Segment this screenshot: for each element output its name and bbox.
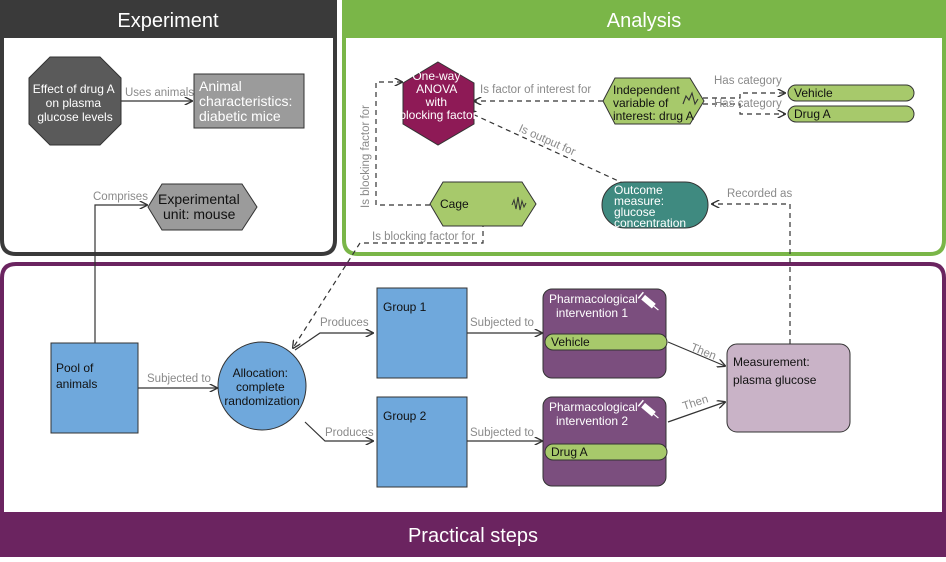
effect-line-3: glucose levels xyxy=(37,110,112,124)
pharm1-bar-text: Vehicle xyxy=(551,335,590,349)
svg-text:Outcome measure: g: Outcome measure: glucose concentration xyxy=(614,183,686,230)
wave-icon xyxy=(682,91,699,106)
label-produces-2: Produces xyxy=(325,427,374,439)
outcome-line-4: concentration xyxy=(614,216,686,230)
animal-line-3: diabetic mice xyxy=(199,108,281,124)
pharm2-line-2: intervention 2 xyxy=(556,414,628,428)
svg-text:Pharmacological interven: Pharmacological intervention 2 xyxy=(549,400,641,428)
outcome-line-1: Outcome xyxy=(614,183,663,197)
independent-line-3: interest: drug A xyxy=(613,109,694,123)
node-experimental-unit: Experimental unit: mouse xyxy=(147,183,258,231)
svg-text:Animal characteristics:: Animal characteristics: diabetic mice xyxy=(199,78,296,124)
allocation-line-1: Allocation: xyxy=(233,366,288,380)
node-group-1: Group 1 xyxy=(376,287,468,379)
svg-text:Experimental unit: mouse: Experimental unit: mouse xyxy=(158,191,244,222)
node-animal-characteristics: Animal characteristics: diabetic mice xyxy=(193,73,305,129)
svg-text:Independent variable of: Independent variable of interest: drug A xyxy=(613,83,694,123)
outcome-line-3: glucose xyxy=(614,205,656,219)
node-measurement: Measurement: plasma glucose xyxy=(726,343,851,433)
svg-text:One-way ANOVA with: One-way ANOVA with blocking factor xyxy=(399,69,476,122)
svg-text:Pharmacological interven: Pharmacological intervention 1 xyxy=(549,292,641,320)
practical-panel: Practical steps xyxy=(0,262,946,559)
edge-produces-2 xyxy=(304,421,373,441)
node-outcome: Outcome measure: glucose concentration xyxy=(601,181,709,230)
noise-icon xyxy=(511,196,527,211)
node-cage: Cage xyxy=(429,181,537,227)
edge-produces-1 xyxy=(294,333,373,351)
anova-line-4: blocking factor xyxy=(399,108,476,122)
pharm1-line-2: intervention 1 xyxy=(556,306,628,320)
measurement-line-1: Measurement: xyxy=(733,355,810,369)
anova-line-2: ANOVA xyxy=(416,82,457,96)
measurement-line-2: plasma glucose xyxy=(733,373,817,387)
syringe-icon-2 xyxy=(637,399,659,419)
pool-line-2: animals xyxy=(56,377,97,391)
effect-line-2: on plasma xyxy=(46,96,102,110)
pool-line-1: Pool of xyxy=(56,361,94,375)
label-produces-1: Produces xyxy=(320,317,369,329)
group1-text: Group 1 xyxy=(383,300,427,314)
node-pool: Pool of animals xyxy=(50,342,139,434)
outcome-line-2: measure: xyxy=(614,194,664,208)
anova-line-3: with xyxy=(425,95,447,109)
node-allocation: Allocation: complete randomization xyxy=(217,341,307,431)
effect-line-1: Effect of drug A xyxy=(33,82,115,96)
label-comprises: Comprises xyxy=(93,191,148,203)
label-uses-animals: Uses animals xyxy=(125,87,194,99)
analysis-title: Analysis xyxy=(607,10,681,32)
node-pharm-2: Pharmacological intervention 2 Drug A xyxy=(542,396,668,487)
node-group-2: Group 2 xyxy=(376,396,468,488)
allocation-line-3: randomization xyxy=(224,394,299,408)
label-blocking-vertical: Is blocking factor for xyxy=(360,105,372,208)
node-vehicle-category: Vehicle xyxy=(787,84,915,102)
node-druga-category: Drug A xyxy=(787,105,915,123)
syringe-icon xyxy=(637,291,659,311)
edge-comprises xyxy=(94,205,147,343)
svg-text:Effect of drug A on plas: Effect of drug A on plasma glucose level… xyxy=(33,82,118,124)
practical-title: Practical steps xyxy=(408,525,538,547)
edge-blocking-allocation xyxy=(293,222,484,348)
druga-category-text: Drug A xyxy=(794,107,831,121)
label-has-category-2: Has category xyxy=(714,98,782,110)
animal-line-1: Animal xyxy=(199,78,242,94)
label-subjected-pharm2: Subjected to xyxy=(470,427,534,439)
exp-unit-line-2: unit: mouse xyxy=(163,206,236,222)
node-independent-variable: Independent variable of interest: drug A xyxy=(602,77,705,125)
pharm2-bar-text: Drug A xyxy=(551,445,588,459)
animal-line-2: characteristics: xyxy=(199,93,292,109)
group2-text: Group 2 xyxy=(383,409,427,423)
label-subjected-pharm1: Subjected to xyxy=(470,317,534,329)
allocation-line-2: complete xyxy=(236,380,285,394)
edge-then-2 xyxy=(667,402,725,423)
label-subjected-allocation: Subjected to xyxy=(147,373,211,385)
svg-text:Pool of animals: Pool of animals xyxy=(56,361,97,391)
svg-text:Measurement: plasma gluc: Measurement: plasma glucose xyxy=(733,355,817,387)
edge-has-category-1 xyxy=(703,93,785,99)
cage-text: Cage xyxy=(440,197,469,211)
edge-blocking-anova xyxy=(375,82,430,206)
pharm1-line-1: Pharmacological xyxy=(549,292,638,306)
node-anova: One-way ANOVA with blocking factor xyxy=(399,61,477,146)
label-recorded-as: Recorded as xyxy=(727,188,792,200)
independent-line-1: Independent xyxy=(613,83,680,97)
anova-line-1: One-way xyxy=(412,69,460,83)
edge-recorded-as xyxy=(712,204,791,344)
label-blocking-horizontal: Is blocking factor for xyxy=(372,231,475,243)
svg-text:Allocation: complete: Allocation: complete randomization xyxy=(224,366,299,408)
edge-then-1 xyxy=(667,341,725,366)
vehicle-category-text: Vehicle xyxy=(794,86,833,100)
experiment-title: Experiment xyxy=(117,10,219,32)
pharm2-line-1: Pharmacological xyxy=(549,400,638,414)
edges xyxy=(94,82,791,441)
exp-unit-line-1: Experimental xyxy=(158,191,240,207)
label-factor-of-interest: Is factor of interest for xyxy=(480,84,591,96)
node-pharm-1: Pharmacological intervention 1 Vehicle xyxy=(542,288,668,379)
node-effect: Effect of drug A on plasma glucose level… xyxy=(28,56,122,146)
label-has-category-1: Has category xyxy=(714,75,782,87)
edge-output-for xyxy=(468,112,626,185)
independent-line-2: variable of xyxy=(613,96,669,110)
edge-has-category-2 xyxy=(703,103,785,114)
